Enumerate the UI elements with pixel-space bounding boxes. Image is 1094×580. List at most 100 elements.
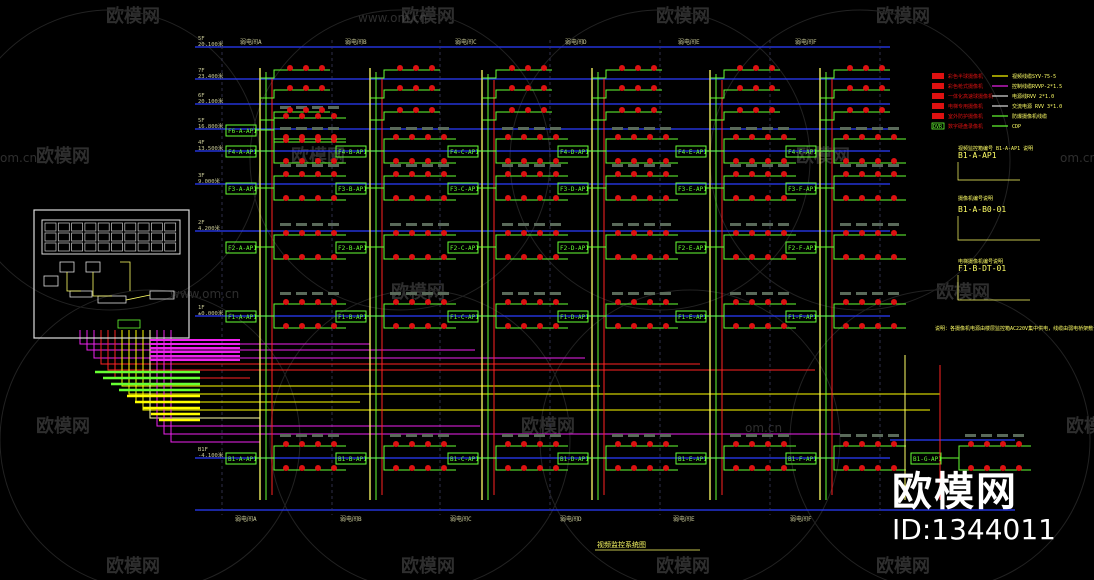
camera-tag xyxy=(872,164,883,167)
monitor-box-label: F2-A-AP1 xyxy=(228,245,257,252)
camera-tag xyxy=(406,164,417,167)
camera-branch xyxy=(478,138,568,152)
legend-panel xyxy=(931,73,1040,301)
camera-symbol xyxy=(1000,441,1006,447)
camera-tag xyxy=(644,223,655,226)
camera-branch xyxy=(383,151,456,164)
legend-symbol xyxy=(932,113,944,119)
camera-symbol xyxy=(409,158,415,164)
camera-symbol xyxy=(409,254,415,260)
camera-symbol xyxy=(647,323,653,329)
camera-tag xyxy=(328,223,339,226)
trunk-cable xyxy=(142,330,930,411)
camera-branch xyxy=(816,303,906,317)
camera-symbol xyxy=(315,299,321,305)
camera-symbol xyxy=(409,134,415,140)
camera-symbol xyxy=(663,299,669,305)
trunk-cable xyxy=(107,330,815,371)
camera-tag xyxy=(840,434,851,437)
control-wiring xyxy=(92,272,112,297)
camera-symbol xyxy=(749,465,755,471)
camera-symbol xyxy=(781,195,787,201)
camera-symbol xyxy=(781,323,787,329)
camera-symbol xyxy=(769,107,775,113)
camera-symbol xyxy=(441,465,447,471)
camera-symbol xyxy=(859,195,865,201)
camera-symbol xyxy=(635,85,641,91)
video-wall-monitor xyxy=(57,242,70,252)
floor-code-label: 5F xyxy=(198,36,205,42)
camera-tag xyxy=(888,292,899,295)
camera-branch xyxy=(958,458,1031,471)
camera-symbol xyxy=(505,195,511,201)
camera-branch xyxy=(366,234,456,248)
camera-symbol xyxy=(537,441,543,447)
camera-symbol xyxy=(441,230,447,236)
monitor-box-label: F2-E-AP1 xyxy=(678,245,707,252)
well-footer: 弱电间D xyxy=(560,515,582,523)
floor-code-label: 6F xyxy=(198,93,205,99)
trunk-cables xyxy=(79,330,940,443)
camera-branch xyxy=(478,303,568,317)
camera-branch xyxy=(706,445,796,459)
camera-symbol xyxy=(521,230,527,236)
camera-symbol xyxy=(631,134,637,140)
camera-symbol xyxy=(287,107,293,113)
camera-branch xyxy=(820,69,890,79)
watermark-ring xyxy=(0,289,301,580)
camera-symbol xyxy=(553,254,559,260)
camera-symbol xyxy=(425,230,431,236)
camera-symbol xyxy=(765,171,771,177)
camera-symbol xyxy=(441,134,447,140)
well-footer: 弱电间B xyxy=(340,515,362,523)
watermark-site-short: om.cn xyxy=(745,421,782,435)
camera-branch xyxy=(482,111,552,121)
monitor-box-label: F2-D-AP1 xyxy=(560,245,589,252)
camera-symbol xyxy=(505,465,511,471)
video-wall-monitor xyxy=(84,232,97,242)
camera-symbol xyxy=(619,65,625,71)
workstation-monitor xyxy=(43,275,59,287)
camera-tag xyxy=(312,292,323,295)
video-wall-monitor xyxy=(151,232,163,242)
camera-symbol xyxy=(315,171,321,177)
video-wall-monitor xyxy=(71,232,83,242)
camera-symbol xyxy=(425,158,431,164)
floor-code-label: 5F xyxy=(198,118,205,124)
trunk-cable xyxy=(156,330,480,427)
camera-tag xyxy=(628,127,639,130)
camera-symbol xyxy=(283,230,289,236)
camera-tag xyxy=(534,434,545,437)
brand-overlay: 欧模网 ID:1344011 xyxy=(892,470,1056,546)
camera-symbol xyxy=(737,107,743,113)
camera-symbol xyxy=(631,230,637,236)
camera-tag xyxy=(762,164,773,167)
note-text: 说明：各摄像机电源由楼层监控箱AC220V集中供电，线缆由弱电桥架敷设 xyxy=(935,325,1094,332)
camera-symbol xyxy=(859,299,865,305)
camera-symbol xyxy=(765,465,771,471)
camera-branch xyxy=(816,234,906,248)
camera-symbol xyxy=(879,85,885,91)
camera-tag xyxy=(730,127,741,130)
camera-tag xyxy=(406,127,417,130)
camera-symbol xyxy=(749,195,755,201)
camera-tag xyxy=(406,292,417,295)
camera-branch xyxy=(605,247,678,260)
camera-symbol xyxy=(283,465,289,471)
camera-tag xyxy=(390,434,401,437)
camera-branch xyxy=(820,111,890,121)
camera-tag xyxy=(660,164,671,167)
camera-symbol xyxy=(509,85,515,91)
camera-symbol xyxy=(781,254,787,260)
camera-branch xyxy=(833,151,906,164)
camera-symbol xyxy=(1016,465,1022,471)
camera-tag xyxy=(840,127,851,130)
camera-tag xyxy=(550,434,561,437)
camera-symbol xyxy=(663,230,669,236)
camera-tag xyxy=(730,292,741,295)
camera-symbol xyxy=(505,254,511,260)
camera-symbol xyxy=(631,323,637,329)
camera-branch xyxy=(495,458,568,471)
camera-symbol xyxy=(425,465,431,471)
camera-symbol xyxy=(635,65,641,71)
